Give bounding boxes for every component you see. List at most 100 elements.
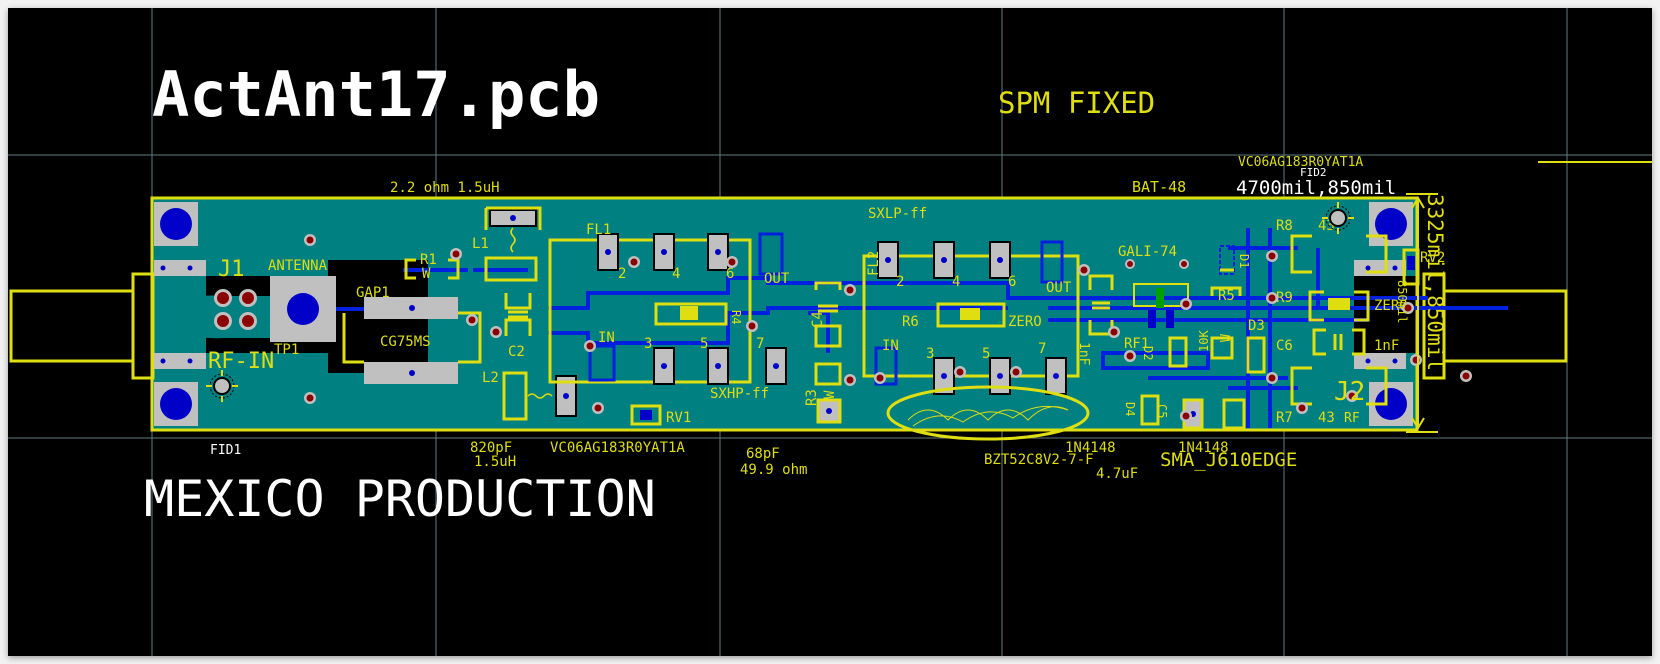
d1-value: BAT-48 — [1132, 178, 1186, 196]
via-hole — [630, 258, 638, 266]
fl1-filter[interactable] — [548, 232, 787, 385]
r9-body — [1328, 298, 1350, 310]
rf1-amplifier[interactable] — [1125, 259, 1189, 328]
pcb-canvas[interactable]: ActAnt17.pcb MEXICO PRODUCTION SPM FIXED — [8, 8, 1652, 656]
via-hole — [452, 250, 460, 258]
j1-connector[interactable] — [9, 272, 155, 380]
via-hole — [1348, 392, 1356, 400]
via-hole — [586, 342, 594, 350]
r5-body: W — [1219, 334, 1234, 342]
via-hole — [1080, 266, 1088, 274]
fl2-pin-2: 2 — [896, 274, 904, 290]
connector-dimension: 850mil — [1395, 280, 1409, 323]
fl2-pin-4: 4 — [952, 274, 960, 290]
via-hole — [846, 376, 854, 384]
j1-flange-outline — [131, 272, 155, 380]
r3-pad-hole — [826, 408, 832, 414]
ground-pad — [1354, 260, 1406, 276]
r5-ref: R5 — [1218, 288, 1235, 304]
via-hole — [1462, 372, 1470, 380]
c2[interactable] — [504, 293, 532, 336]
l1[interactable] — [484, 206, 542, 282]
rf1-value: GALI-74 — [1118, 244, 1177, 260]
ground-pad — [154, 260, 206, 276]
rv1[interactable] — [630, 404, 662, 426]
d4-value: 1N4148 — [1178, 440, 1229, 456]
r6-ref: R6 — [902, 314, 919, 330]
c4-ref: C4 — [810, 311, 826, 328]
tp1-hole — [287, 293, 319, 325]
rv2-value: VC06AG183R0YAT1A — [1238, 155, 1363, 170]
ground-pad — [1354, 353, 1406, 369]
d1[interactable] — [1219, 245, 1235, 275]
r9-ref: R9 — [1276, 290, 1293, 306]
c4-value: 68pF — [746, 446, 780, 462]
l2-ref: L2 — [482, 370, 499, 386]
via-hole — [306, 236, 314, 244]
board[interactable] — [150, 196, 1419, 432]
fl1-pin-3: 3 — [644, 336, 652, 352]
fl1-ref: FL1 — [586, 222, 611, 238]
fl2-pin-5: 5 — [982, 346, 990, 362]
fl2-in: IN — [882, 338, 899, 354]
c4-r3[interactable] — [814, 281, 842, 424]
attenuator[interactable] — [1290, 234, 1388, 406]
d3-ref: D3 — [1248, 318, 1265, 334]
d2-ref: D2 — [1141, 346, 1155, 360]
fiducial-fid1 — [206, 370, 238, 402]
fl1-in: IN — [598, 330, 615, 346]
r7-ref: R7 — [1276, 410, 1293, 426]
r3-ref: R3 — [804, 389, 820, 406]
j1-ref: J1 — [218, 257, 245, 282]
c2-ref: C2 — [508, 344, 525, 360]
fl1-pin-4: 4 — [672, 266, 680, 282]
d4-ref: D4 — [1123, 402, 1137, 416]
rv1-value: VC06AG183R0YAT1A — [550, 440, 685, 456]
via-hole — [1012, 368, 1020, 376]
fl2-ref: FL2 — [866, 251, 882, 276]
fid2-ref: FID2 — [1300, 166, 1327, 179]
via-hole — [1126, 352, 1134, 360]
pad-hole — [1375, 388, 1407, 420]
footer-text: MEXICO PRODUCTION — [144, 470, 656, 528]
j2-connector[interactable] — [1422, 272, 1568, 380]
dimension-lines — [1406, 161, 1652, 433]
fl2-filter[interactable] — [862, 240, 1090, 441]
d3-value: 1N4148 — [1065, 440, 1116, 456]
c3[interactable] — [1088, 274, 1114, 336]
c6-ref: C6 — [1276, 338, 1293, 354]
l2[interactable] — [502, 371, 577, 421]
via-hole — [306, 394, 314, 402]
j2-cutout — [1354, 276, 1417, 353]
logo-waves — [907, 405, 1069, 427]
d1-ref: D1 — [1237, 254, 1251, 268]
j1-net-label: RF-IN — [208, 349, 274, 374]
fid1-ref: FID1 — [210, 443, 241, 458]
r8-ref: R8 — [1276, 218, 1293, 234]
ground-pad — [154, 353, 206, 369]
r3-value: 49.9 ohm — [740, 462, 807, 478]
gap1[interactable] — [342, 297, 482, 384]
vias — [304, 234, 1472, 422]
board-dimension: 3325mil,850mil — [1423, 194, 1447, 371]
l1-ref: L1 — [472, 236, 489, 252]
pcb-layout[interactable]: ActAnt17.pcb MEXICO PRODUCTION SPM FIXED — [8, 8, 1652, 656]
j2-body-outline — [1442, 289, 1568, 363]
via-hole — [1268, 252, 1276, 260]
fl2-out: OUT — [1046, 280, 1072, 296]
r1-l1-values: 2.2 ohm 1.5uH — [390, 180, 500, 196]
via-hole — [846, 286, 854, 294]
mounting-pads — [154, 202, 1413, 426]
r1[interactable] — [404, 258, 460, 280]
via-hole — [956, 368, 964, 376]
fl1-pin-6: 6 — [726, 266, 734, 282]
pad-hole — [160, 208, 192, 240]
d2-value: BZT52C8V2-7-F — [984, 452, 1094, 468]
r4-ref: R4 — [729, 310, 743, 324]
r1-body: W — [422, 266, 431, 282]
rv1-ref: RV1 — [666, 410, 691, 426]
j2-value: SMA_J610EDGE — [1160, 449, 1297, 471]
r1-ref: R1 — [420, 252, 437, 268]
fl2-pin-6: 6 — [1008, 274, 1016, 290]
gap1-value: CG75MS — [380, 334, 431, 350]
